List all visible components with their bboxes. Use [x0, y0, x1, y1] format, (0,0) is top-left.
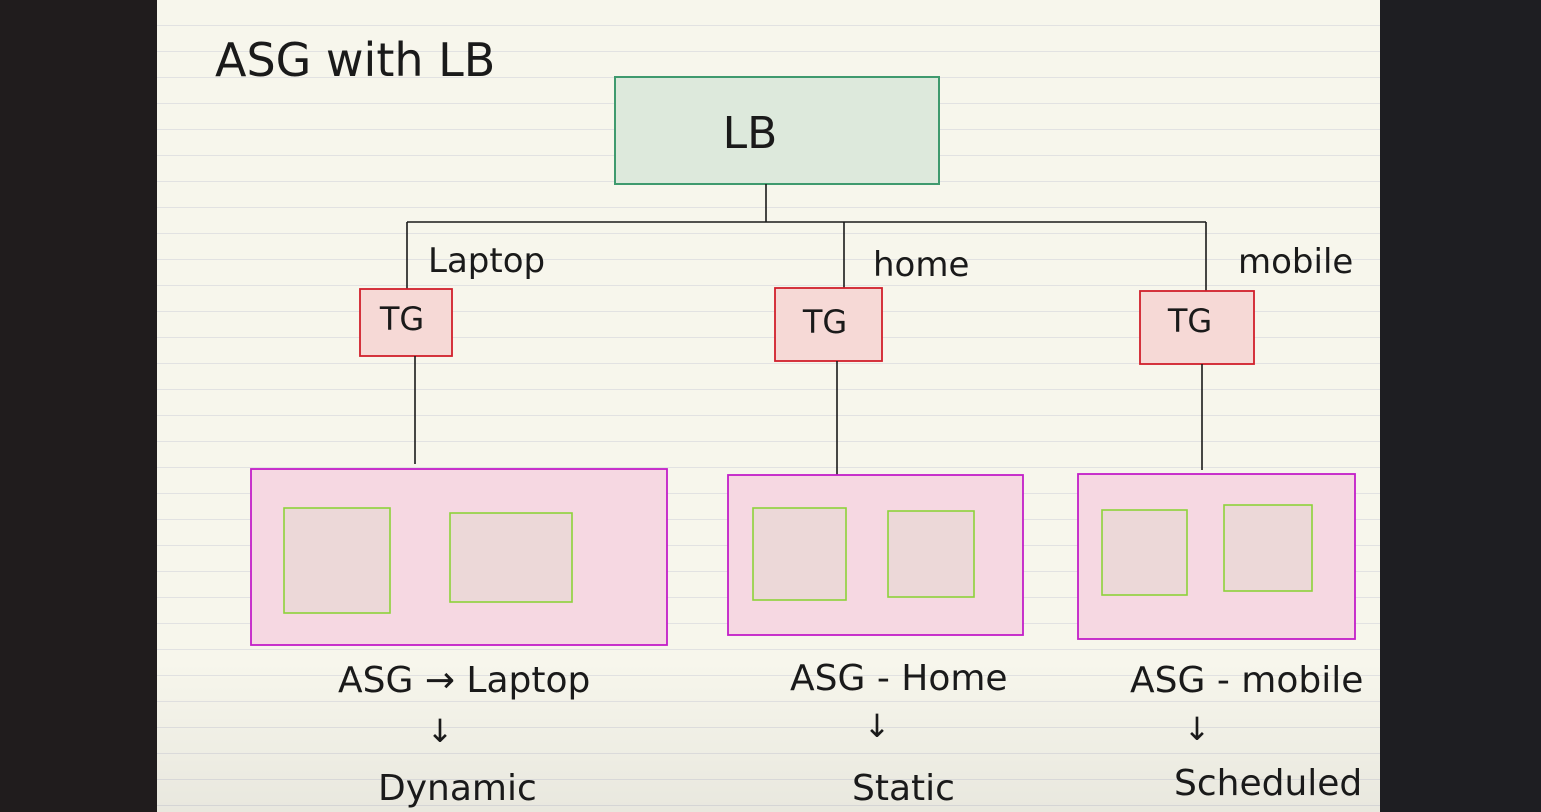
- target-group-laptop: [359, 288, 453, 357]
- lb-box: [614, 76, 940, 185]
- instance-box: [1101, 509, 1188, 596]
- route-label-laptop: Laptop: [428, 241, 545, 281]
- left-margin-bar: [0, 0, 157, 812]
- down-arrow-icon: ↓: [1184, 710, 1211, 748]
- target-group-home: [774, 287, 883, 362]
- instance-box: [283, 507, 391, 614]
- scaling-policy-mobile: Scheduled: [1174, 763, 1362, 804]
- tg-label-laptop: TG: [379, 300, 424, 338]
- instance-box: [1223, 504, 1313, 592]
- diagram-title: ASG with LB: [215, 33, 495, 87]
- route-label-home: home: [873, 245, 969, 285]
- lb-label: LB: [723, 108, 778, 159]
- instance-box: [752, 507, 847, 601]
- target-group-mobile: [1139, 290, 1255, 365]
- tg-label-home: TG: [802, 303, 847, 341]
- route-label-mobile: mobile: [1238, 242, 1353, 282]
- instance-box: [887, 510, 975, 598]
- asg-label-laptop: ASG → Laptop: [338, 660, 590, 701]
- tg-label-mobile: TG: [1167, 302, 1212, 340]
- right-margin-bar: [1380, 0, 1541, 812]
- scaling-policy-laptop: Dynamic: [378, 768, 537, 809]
- asg-label-home: ASG - Home: [790, 658, 1008, 699]
- scaling-policy-home: Static: [852, 768, 955, 809]
- down-arrow-icon: ↓: [427, 712, 454, 750]
- asg-label-mobile: ASG - mobile: [1130, 660, 1363, 701]
- down-arrow-icon: ↓: [864, 707, 891, 745]
- instance-box: [449, 512, 573, 603]
